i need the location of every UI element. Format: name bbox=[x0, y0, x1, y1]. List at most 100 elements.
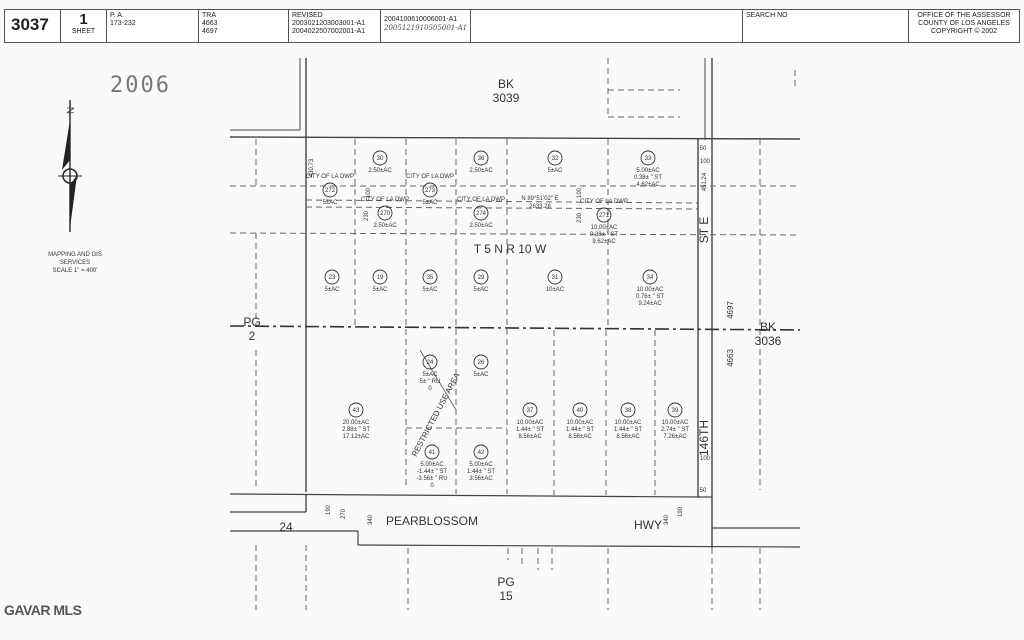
parcel-circle bbox=[667, 402, 683, 418]
dimension-label: 100 bbox=[700, 159, 711, 165]
pg-left-label: PG bbox=[243, 315, 260, 329]
revised-value: 2003021203003001-A1 bbox=[292, 20, 366, 27]
parcel-number: 32 bbox=[552, 156, 559, 162]
parcel-deduction: 1.44± " ST bbox=[566, 427, 594, 433]
revised-value: 2004022507002001-A1 bbox=[292, 28, 366, 35]
office-line: COPYRIGHT © 2002 bbox=[930, 28, 998, 35]
parcel-circle bbox=[422, 269, 438, 285]
township-label: T 5 N R 10 W bbox=[474, 242, 547, 256]
parcel-number: 270 bbox=[380, 211, 391, 217]
dimension-label: 430.73 bbox=[309, 158, 315, 177]
mapping-note: MAPPING AND GIS bbox=[48, 252, 102, 258]
parcel-number: 24 bbox=[427, 360, 434, 366]
dimension-label: 100 bbox=[700, 456, 711, 462]
dimension-label: 100 bbox=[577, 187, 583, 198]
parcel-number: 19 bbox=[377, 275, 384, 281]
sheet-number: 1 bbox=[79, 11, 88, 28]
page-divider-line bbox=[229, 325, 801, 331]
dimension-label: 190 bbox=[678, 506, 684, 517]
parcel-area: 10.00±AC bbox=[567, 420, 594, 426]
parcel-circle bbox=[473, 205, 489, 221]
parcel-deduction: 0.38± " ST bbox=[590, 232, 618, 238]
parcel-circle bbox=[473, 150, 489, 166]
parcel-circle bbox=[372, 150, 388, 166]
parcel-area: 5.00±AC bbox=[420, 462, 444, 468]
parcel-circle bbox=[422, 354, 438, 370]
bearing-label: N 89°51'02" E bbox=[521, 196, 558, 202]
parcel-deduction: 0.38± " ST bbox=[634, 175, 662, 181]
revised-label: REVISED bbox=[292, 12, 323, 19]
dimension-label: 270 bbox=[341, 508, 347, 519]
parcel-number: 41 bbox=[429, 450, 436, 456]
assessor-header: 3037 1 SHEET P. A. 173-232 TRA 4663 4697… bbox=[4, 9, 1020, 43]
parcel-tail: 0 bbox=[430, 483, 434, 489]
parcel-circle bbox=[620, 402, 636, 418]
dashed-lot-lines bbox=[229, 58, 801, 610]
sheet-label: SHEET bbox=[71, 28, 96, 35]
street-146-label: 146TH bbox=[697, 420, 711, 456]
parcel-area: 5.00±AC bbox=[469, 462, 493, 468]
parcel-deduction: 5± " RU bbox=[420, 379, 441, 385]
parcel-circle bbox=[473, 269, 489, 285]
parcel-area: 20.00±AC bbox=[343, 420, 370, 426]
parcel-number: 30 bbox=[377, 156, 384, 162]
parcel-area: 10.00±AC bbox=[637, 287, 664, 293]
parcel-deduction: -1.44± " ST bbox=[417, 469, 447, 475]
parcel-number: 33 bbox=[645, 156, 652, 162]
dimension-label: 190 bbox=[326, 504, 332, 515]
parcel-circle bbox=[522, 402, 538, 418]
revised-box: REVISED 2003021203003001-A1 200402250700… bbox=[289, 10, 381, 42]
parcel-deduction: 1.44± " ST bbox=[516, 427, 544, 433]
parcel-number: 274 bbox=[476, 211, 487, 217]
bk-right-label: BK bbox=[760, 320, 776, 334]
parcel-net-area: 0 bbox=[428, 386, 432, 392]
road-name-left: PEARBLOSSOM bbox=[386, 514, 478, 528]
pa-box: P. A. 173-232 bbox=[107, 10, 199, 42]
parcel-area: 10.00±AC bbox=[591, 225, 618, 231]
parcel-net-area: 9.24±AC bbox=[638, 301, 662, 307]
parcel-note: CITY OF LA DWP bbox=[580, 199, 628, 205]
parcel-area: 10.00±AC bbox=[662, 420, 689, 426]
parcel-net-area: -3.56± " RU bbox=[416, 476, 447, 482]
parcel-circle bbox=[377, 205, 393, 221]
search-label: SEARCH NO bbox=[746, 12, 788, 19]
parcel-net-area: 8.56±AC bbox=[616, 434, 640, 440]
parcel-number: 29 bbox=[478, 275, 485, 281]
parcel-net-area: 17.12±AC bbox=[343, 434, 370, 440]
north-arrow-icon: N bbox=[58, 100, 82, 232]
pa-label: P. A. bbox=[110, 12, 124, 19]
tra-side-label: 4697 bbox=[726, 301, 735, 319]
parcel-number: 31 bbox=[552, 275, 559, 281]
parcel-number: 271 bbox=[599, 213, 610, 219]
parcel-net-area: 9.62±AC bbox=[592, 239, 616, 245]
parcel-number: 273 bbox=[425, 188, 436, 194]
dimension-label: 340 bbox=[664, 514, 670, 525]
route-number: 24 bbox=[279, 520, 293, 534]
parcel-deduction: 0.76± " ST bbox=[636, 294, 664, 300]
revision-value-handwritten: 2005121910505001-A1 bbox=[384, 24, 468, 32]
dimension-label: 230 bbox=[364, 210, 370, 221]
sheet-box: 1 SHEET bbox=[61, 10, 107, 42]
parcel-circle bbox=[473, 354, 489, 370]
blank-box bbox=[471, 10, 743, 42]
parcel-area: 5±AC bbox=[423, 372, 439, 378]
north-letter: N bbox=[66, 107, 77, 114]
bk-top-number: 3039 bbox=[493, 91, 520, 105]
stamp-year: 2006 bbox=[110, 73, 171, 98]
parcel-note: CITY OF LA DWP bbox=[361, 197, 409, 203]
parcel-number: 43 bbox=[353, 408, 360, 414]
parcel-number: 26 bbox=[478, 360, 485, 366]
tra-box: TRA 4663 4697 bbox=[199, 10, 289, 42]
bk-right-number: 3036 bbox=[755, 334, 782, 348]
dimension-label: 100 bbox=[366, 187, 372, 198]
pa-value: 173-232 bbox=[110, 20, 136, 27]
pg-bottom-number: 15 bbox=[499, 589, 513, 603]
parcel-number: 39 bbox=[672, 408, 679, 414]
dimension-label: 50 bbox=[700, 488, 707, 494]
parcel-number: 37 bbox=[527, 408, 534, 414]
parcel-number: 35 bbox=[427, 275, 434, 281]
parcel-area: 5±AC bbox=[474, 372, 490, 378]
parcel-net-area: 7.26±AC bbox=[663, 434, 687, 440]
